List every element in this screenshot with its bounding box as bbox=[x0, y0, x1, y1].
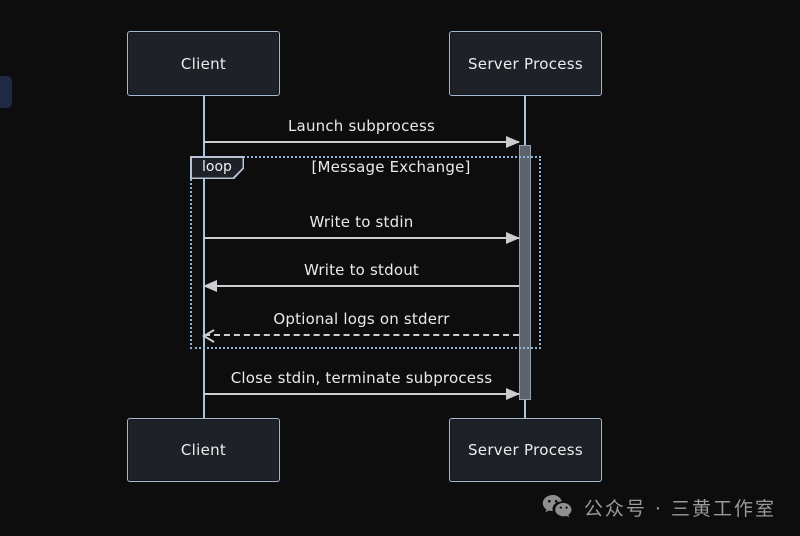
actor-label: Server Process bbox=[467, 441, 584, 459]
message-line bbox=[204, 388, 520, 400]
message-write-stdout: Write to stdout bbox=[203, 260, 519, 292]
arrowhead-right-icon bbox=[506, 232, 520, 244]
message-write-stdin: Write to stdin bbox=[204, 212, 520, 244]
actor-label: Server Process bbox=[467, 54, 584, 73]
message-label: Launch subprocess bbox=[288, 117, 435, 135]
arrowhead-left-icon bbox=[203, 280, 217, 292]
activation-bar bbox=[519, 145, 531, 400]
watermark-text: 公众号 · 三黄工作室 bbox=[583, 497, 776, 520]
actor-client-top: Client bbox=[127, 31, 280, 96]
message-label: Close stdin, terminate subprocess bbox=[230, 369, 493, 387]
left-edge-ui-sliver bbox=[0, 76, 12, 108]
actor-label: Client bbox=[180, 54, 227, 73]
arrowhead-right-icon bbox=[506, 388, 520, 400]
actor-server-top: Server Process bbox=[449, 31, 602, 96]
actor-client-bottom: Client bbox=[127, 418, 280, 482]
message-launch-subprocess: Launch subprocess bbox=[204, 116, 520, 148]
message-line-dashed bbox=[202, 329, 519, 343]
message-label: Write to stdin bbox=[309, 213, 414, 231]
message-line bbox=[204, 136, 520, 148]
arrowhead-right-icon bbox=[506, 136, 520, 148]
loop-frame bbox=[190, 156, 541, 349]
loop-label-tag: loop bbox=[190, 156, 244, 179]
message-label: Optional logs on stderr bbox=[273, 310, 450, 328]
actor-server-bottom: Server Process bbox=[449, 418, 602, 482]
message-label: Write to stdout bbox=[304, 261, 419, 279]
watermark: 公众号 · 三黄工作室 bbox=[541, 491, 776, 523]
lifeline-client bbox=[203, 96, 205, 418]
message-stderr-logs: Optional logs on stderr bbox=[202, 309, 519, 343]
actor-label: Client bbox=[180, 441, 227, 459]
loop-label: loop bbox=[191, 157, 243, 178]
loop-title: [Message Exchange] bbox=[311, 158, 471, 176]
message-line bbox=[203, 280, 519, 292]
wechat-icon bbox=[541, 494, 574, 521]
arrowhead-open-left-icon bbox=[202, 328, 216, 348]
message-close-stdin: Close stdin, terminate subprocess bbox=[204, 368, 520, 400]
message-line bbox=[204, 232, 520, 244]
